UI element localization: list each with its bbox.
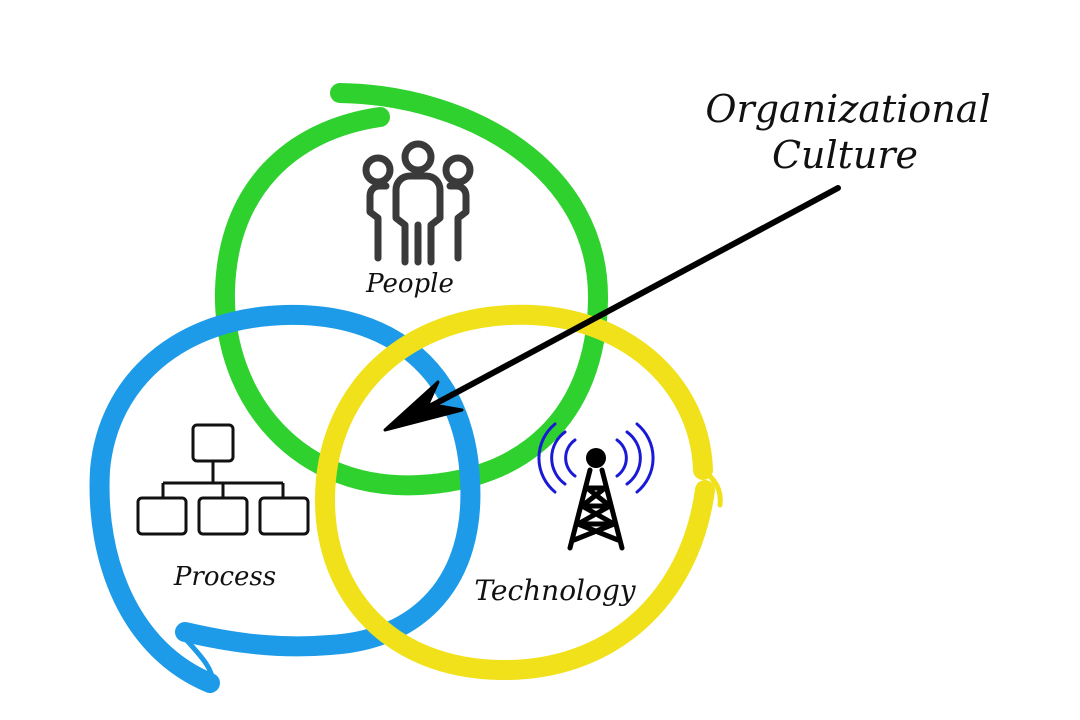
technology-circle	[314, 304, 723, 681]
process-label: Process	[173, 562, 276, 592]
callout-arrow	[383, 185, 841, 432]
org-chart-icon	[136, 423, 310, 536]
people-group-icon	[362, 140, 474, 266]
people-label: People	[365, 269, 454, 299]
technology-label: Technology	[474, 574, 636, 607]
radio-tower-icon	[537, 422, 655, 551]
process-circle	[89, 304, 481, 693]
callout-title-line1: Organizational	[705, 87, 990, 131]
callout-title-line2: Culture	[772, 133, 918, 177]
people-circle	[214, 83, 609, 496]
